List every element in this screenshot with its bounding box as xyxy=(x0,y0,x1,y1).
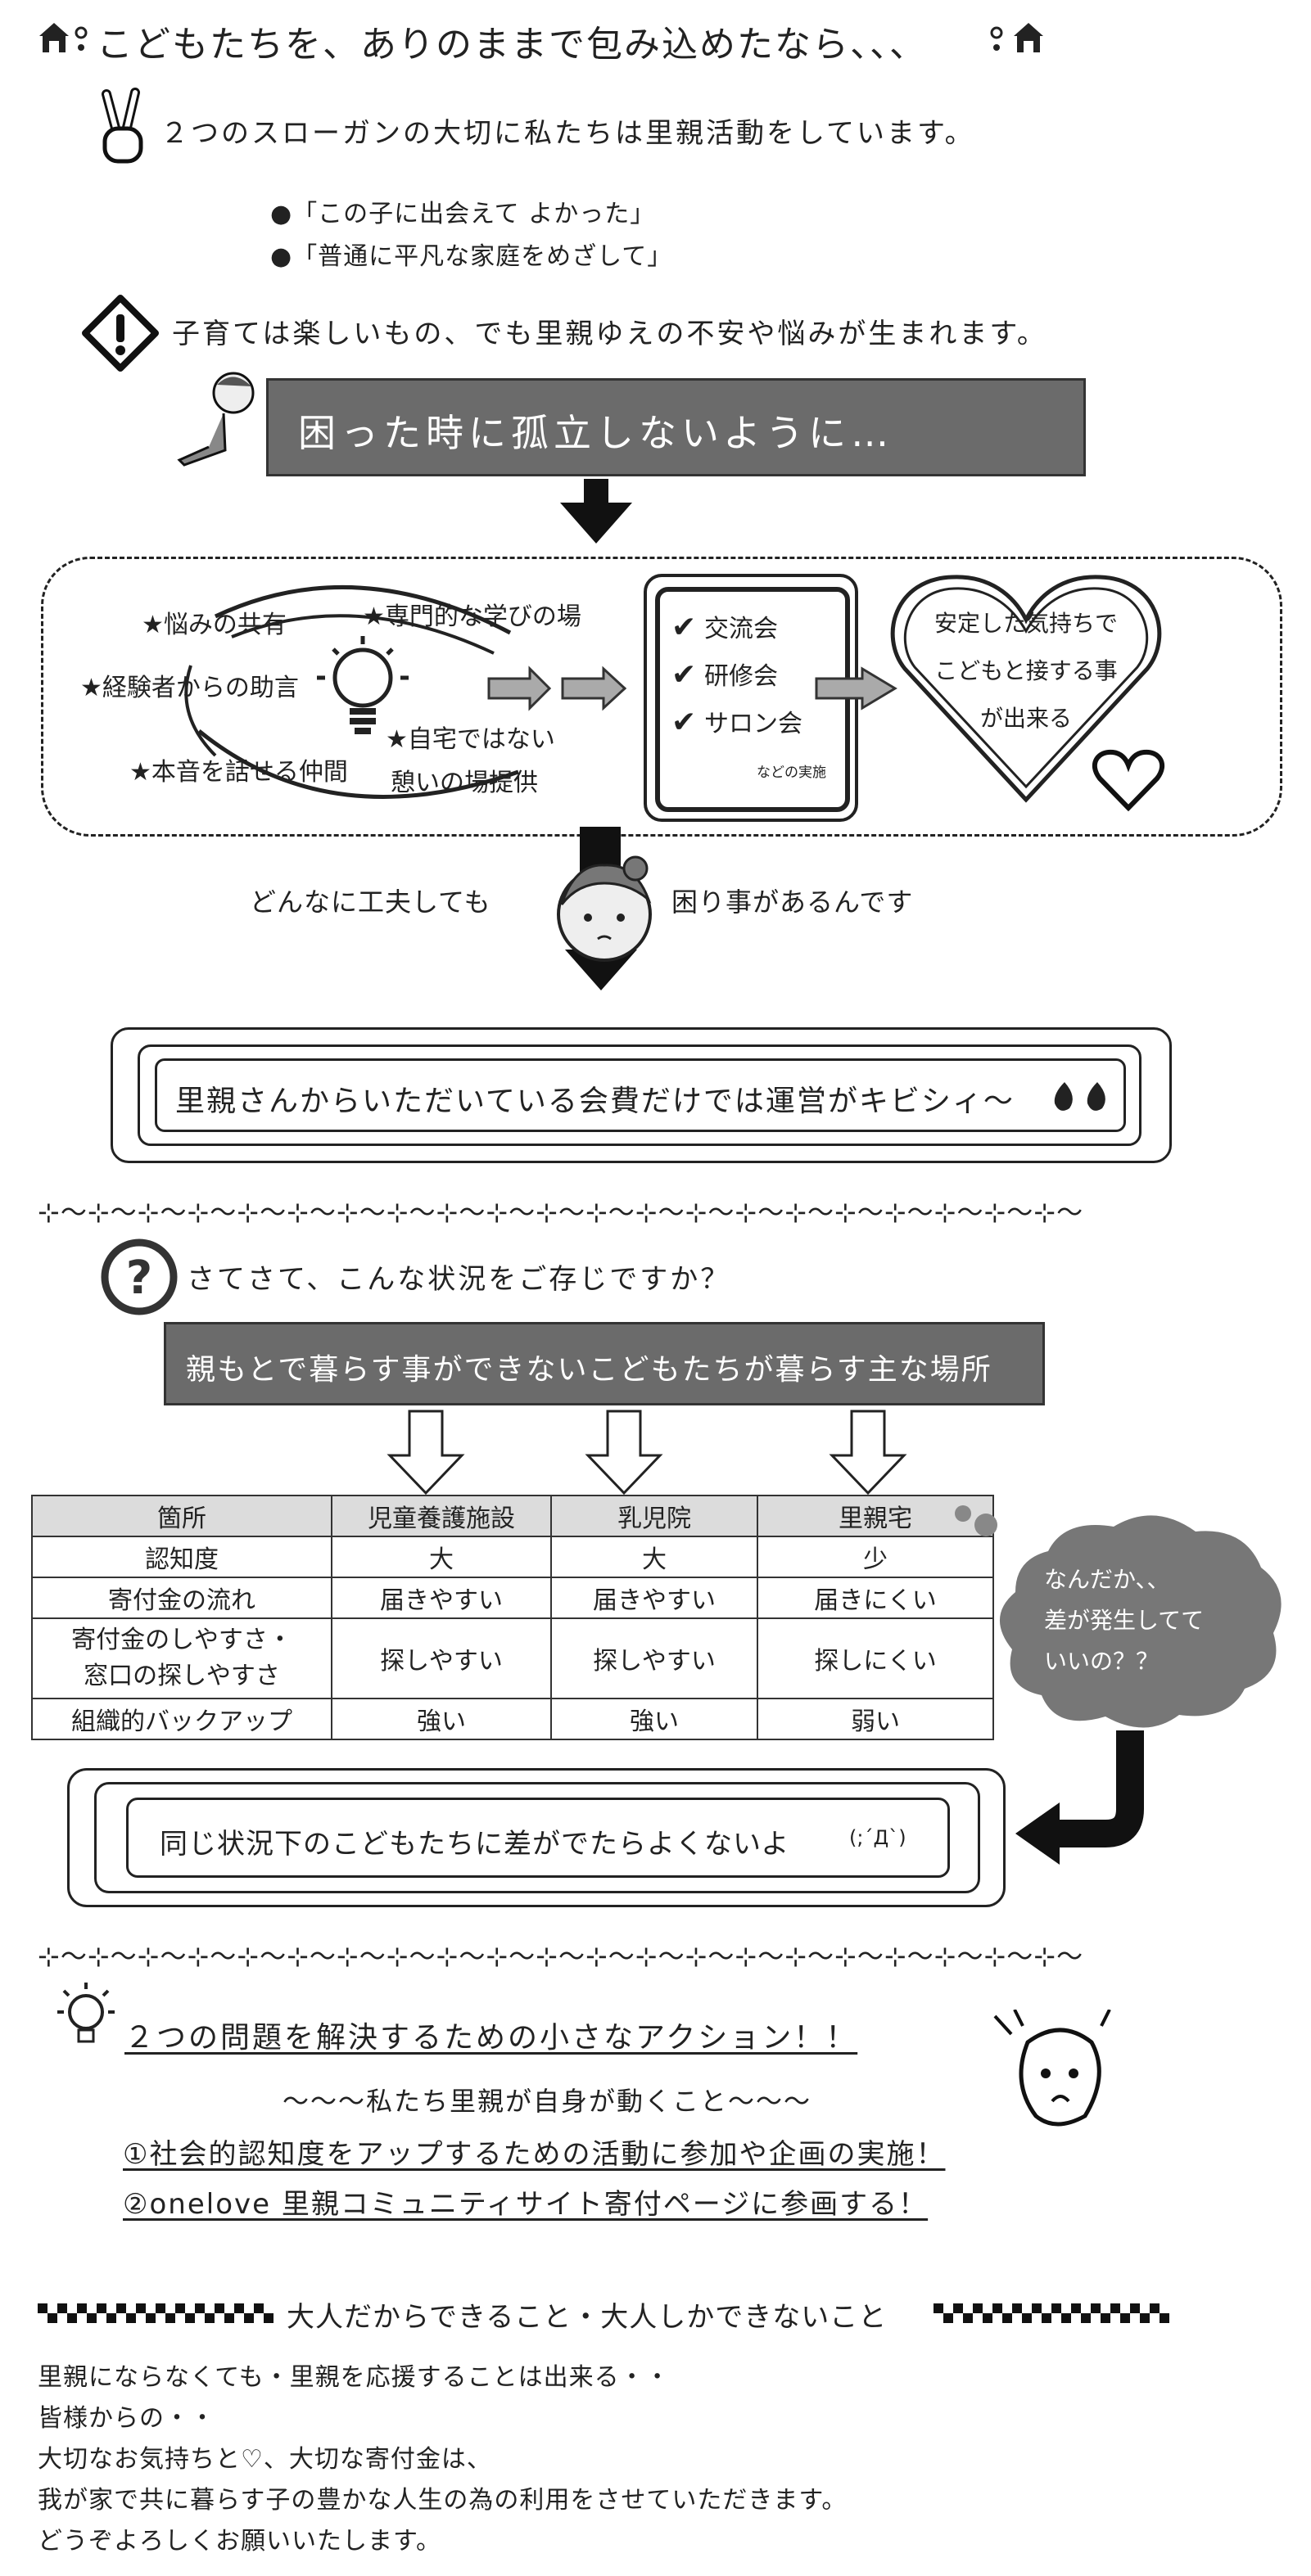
slogan-item: ●「普通に平凡な家庭をめざして」 xyxy=(270,242,673,271)
action-item: ②onelove 里親コミュニティサイト寄付ページに参画する！ xyxy=(123,2188,929,2221)
trouble-right: 困り事があるんです xyxy=(671,886,914,918)
action-subtitle: ～～～私たち里親が自身が動くこと～～～ xyxy=(283,2086,812,2117)
footer-line: 大切なお気持ちと♡、大切な寄付金は、 xyxy=(38,2445,492,2474)
activities-box: ✔交流会 ✔研修会 ✔サロン会 などの実施 xyxy=(644,574,858,822)
situation-question: さてさて、こんな状況をご存じですか？ xyxy=(187,1263,731,1296)
house-icon xyxy=(1014,23,1043,52)
worried-face-illustration xyxy=(557,855,652,962)
question-icon: ? xyxy=(101,1238,178,1315)
check-icon: ✔ xyxy=(671,611,697,644)
warning-icon xyxy=(82,295,159,372)
divider: ⊹～⊹～⊹～⊹～⊹～⊹～⊹～⊹～⊹～⊹～⊹～⊹～⊹～⊹～⊹～⊹～⊹～⊹～⊹～⊹～… xyxy=(38,1941,1084,1972)
check-icon: ✔ xyxy=(671,658,697,692)
down-arrow-head xyxy=(560,503,632,544)
activity-note: などの実施 xyxy=(757,765,826,781)
slogan-item: ●「この子に出会えて よかった」 xyxy=(270,200,656,228)
footer-heading: 大人だからできること・大人しかできないこと xyxy=(287,2301,888,2334)
support-star: ★自宅ではない xyxy=(386,725,555,754)
hollow-down-arrows xyxy=(387,1410,907,1496)
footer-line: どうぞよろしくお願いいたします。 xyxy=(38,2527,441,2556)
action-item: ①社会的認知度をアップするための活動に参加や企画の実施！ xyxy=(123,2138,946,2171)
trouble-text: 里親さんからいただいている会費だけでは運営がキビシィ～ xyxy=(175,1085,1015,1118)
slogan-list: ●「この子に出会えて よかった」 ●「普通に平凡な家庭をめざして」 xyxy=(270,193,672,278)
table-header-row: 箇所 児童養護施設 乳児院 里親宅 xyxy=(31,1495,994,1537)
lightbulb-icon xyxy=(317,636,409,734)
thought-bubble xyxy=(955,1505,1282,1728)
small-heart-icon xyxy=(1092,749,1164,812)
situation-box: 同じ状況下のこどもたちに差がでたらよくないよ (;´Д`) xyxy=(67,1768,1006,1907)
action-title: ２つの問題を解決するための小さなアクション！！ xyxy=(124,2021,858,2055)
table-header: 乳児院 xyxy=(550,1495,758,1537)
support-star: ★悩みの共有 xyxy=(142,611,287,639)
divider: ⊹～⊹～⊹～⊹～⊹～⊹～⊹～⊹～⊹～⊹～⊹～⊹～⊹～⊹～⊹～⊹～⊹～⊹～⊹～⊹～… xyxy=(38,1197,1084,1228)
support-star: ★専門的な学びの場 xyxy=(363,602,581,631)
face-emoticon: (;´Д`) xyxy=(849,1826,906,1849)
heart-text: 安定した気持ちで こどもと接する事 が出来る xyxy=(934,610,1118,732)
situation-banner: 親もとで暮らす事ができないこどもたちが暮らす主な場所 xyxy=(164,1322,1045,1405)
orbit-lines xyxy=(184,584,519,799)
footer-message: 里親にならなくても・里親を応援することは出来る・・ 皆様からの・・ 大切なお気持… xyxy=(38,2357,847,2562)
table-row: 寄付金の流れ 届きやすい 届きやすい 届きにくい xyxy=(31,1577,994,1619)
table-row: 寄付金のしやすさ・ 窓口の探しやすさ 探しやすい 探しやすい 探しにくい xyxy=(31,1617,994,1699)
support-panel: ★悩みの共有 ★専門的な学びの場 ★経験者からの助言 ★自宅ではない ★本音を話… xyxy=(41,557,1282,837)
worry-banner: 困った時に孤立しないように… xyxy=(266,378,1086,476)
worry-text: 子育ては楽しいもの、でも里親ゆえの不安や悩みが生まれます。 xyxy=(172,318,1047,350)
checker-pattern-left xyxy=(38,2303,274,2323)
activity-item: ✔交流会 xyxy=(671,611,778,644)
support-star: ★本音を話せる仲間 xyxy=(129,758,348,787)
footer-line: 里親にならなくても・里親を応援することは出来る・・ xyxy=(38,2363,671,2392)
page-header: こどもたちを、ありのままで包み込めたなら、、、 xyxy=(38,15,1102,65)
table-header: 箇所 xyxy=(31,1495,332,1537)
svg-text:?: ? xyxy=(126,1252,152,1305)
bubble-text: なんだか、、 差が発生してて いいの？？ xyxy=(1044,1566,1205,1675)
check-icon: ✔ xyxy=(671,706,697,739)
activity-item: ✔研修会 xyxy=(671,658,778,692)
trouble-box: 里親さんからいただいている会費だけでは運営がキビシィ～ xyxy=(111,1027,1172,1163)
activity-item: ✔サロン会 xyxy=(671,706,802,739)
comparison-table: 箇所 児童養護施設 乳児院 里親宅 認知度 大 大 少 寄付金の流れ 届きやすい… xyxy=(31,1495,994,1740)
sweat-drops-icon xyxy=(1054,1082,1105,1111)
page-title: こどもたちを、ありのままで包み込めたなら、、、 xyxy=(97,24,927,65)
support-star: 憩いの場提供 xyxy=(391,769,538,797)
peace-hand-icon xyxy=(102,88,143,164)
checker-pattern-right xyxy=(934,2303,1169,2323)
table-header: 児童養護施設 xyxy=(331,1495,552,1537)
sitting-person-illustration xyxy=(177,372,255,467)
support-star: ★経験者からの助言 xyxy=(80,674,299,702)
lightbulb-icon xyxy=(57,1983,115,2043)
slogan-intro: ２つのスローガンの大切に私たちは里親活動をしています。 xyxy=(160,117,975,150)
table-row: 組織的バックアップ 強い 強い 弱い xyxy=(31,1698,994,1740)
curved-arrow xyxy=(1015,1730,1144,1865)
heart-shape xyxy=(890,575,1162,803)
table-header: 里親宅 xyxy=(757,1495,994,1537)
right-arrows xyxy=(487,665,627,711)
trouble-left: どんなに工夫しても xyxy=(250,886,491,918)
footer-line: 我が家で共に暮らす子の豊かな人生の為の利用をさせていただきます。 xyxy=(38,2486,848,2515)
footer-line: 皆様からの・・ xyxy=(38,2404,215,2433)
right-arrow xyxy=(815,666,897,711)
house-icon xyxy=(39,23,69,52)
down-arrow xyxy=(584,479,608,503)
table-row: 認知度 大 大 少 xyxy=(31,1536,994,1578)
situation-text: 同じ状況下のこどもたちに差がでたらよくないよ xyxy=(160,1828,790,1861)
sparkle-icon xyxy=(990,26,1003,51)
sparkle-icon xyxy=(75,26,88,51)
surprised-face-illustration xyxy=(993,2010,1111,2127)
